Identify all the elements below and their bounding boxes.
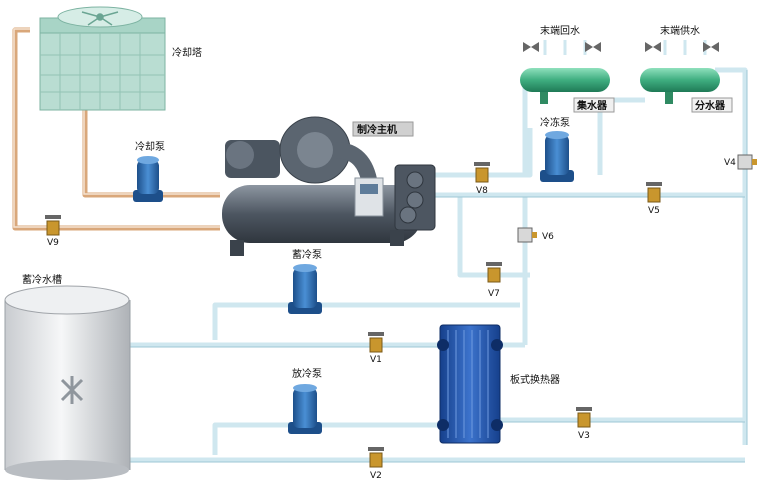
valve-v3-label: V3 bbox=[578, 431, 590, 441]
pipe-right-riser bbox=[715, 67, 748, 445]
valve-v1-label: V1 bbox=[370, 355, 382, 365]
valve-v4-label: V4 bbox=[724, 158, 736, 168]
discharge-pump[interactable] bbox=[288, 384, 322, 434]
valve-v9[interactable] bbox=[45, 215, 61, 236]
storage-pump[interactable] bbox=[288, 264, 322, 314]
chilled-pump[interactable] bbox=[540, 131, 574, 182]
valve-v7-label: V7 bbox=[488, 289, 500, 299]
valve-v1[interactable] bbox=[368, 332, 384, 353]
cooling-tower-label: 冷却塔 bbox=[172, 46, 202, 59]
pipe-v7-loop bbox=[457, 195, 530, 278]
cooling-tower bbox=[39, 6, 166, 111]
supply-terminal-label: 末端供水 bbox=[660, 24, 700, 37]
pipe-discharge-pump-line bbox=[212, 422, 440, 455]
valve-v5[interactable] bbox=[646, 182, 662, 203]
chilled-water-pipes bbox=[130, 40, 748, 463]
cooling-pump[interactable] bbox=[133, 156, 163, 202]
cooling-pump-label: 冷却泵 bbox=[135, 140, 165, 153]
fan-icon bbox=[81, 11, 119, 26]
valve-v9-label: V9 bbox=[47, 238, 59, 248]
valve-v6[interactable] bbox=[517, 227, 537, 243]
valve-v3[interactable] bbox=[576, 407, 592, 428]
storage-tank bbox=[4, 285, 131, 480]
chiller-label: 制冷主机 bbox=[357, 123, 397, 136]
storage-pump-label: 蓄冷泵 bbox=[292, 248, 322, 261]
valve-v5-label: V5 bbox=[648, 206, 660, 216]
valve-v7[interactable] bbox=[486, 262, 502, 283]
discharge-pump-label: 放冷泵 bbox=[292, 367, 322, 380]
distributor-label: 分水器 bbox=[695, 99, 726, 112]
valve-v4[interactable] bbox=[737, 154, 757, 170]
chiller-unit[interactable] bbox=[222, 116, 436, 256]
valve-v2-label: V2 bbox=[370, 471, 382, 480]
collector-header bbox=[520, 68, 610, 104]
valve-v8-label: V8 bbox=[476, 186, 488, 196]
cooling-pipe-return bbox=[12, 27, 220, 231]
pipe-chiller-to-pump bbox=[430, 128, 533, 178]
pipe-storage-pump-line bbox=[212, 302, 520, 340]
collector-label: 集水器 bbox=[576, 99, 608, 112]
plate-heat-exchanger[interactable] bbox=[437, 324, 503, 444]
storage-tank-label: 蓄冷水槽 bbox=[22, 273, 62, 286]
valve-v2[interactable] bbox=[368, 447, 384, 468]
snowflake-icon bbox=[60, 376, 84, 404]
heat-exchanger-label: 板式换热器 bbox=[510, 373, 560, 386]
valve-v8[interactable] bbox=[474, 162, 490, 183]
return-terminal-label: 末端回水 bbox=[540, 24, 580, 37]
chilled-pump-label: 冷冻泵 bbox=[540, 116, 570, 129]
distributor-header bbox=[640, 68, 720, 104]
valve-v6-label: V6 bbox=[542, 232, 554, 242]
header-valve-icons bbox=[523, 42, 719, 52]
